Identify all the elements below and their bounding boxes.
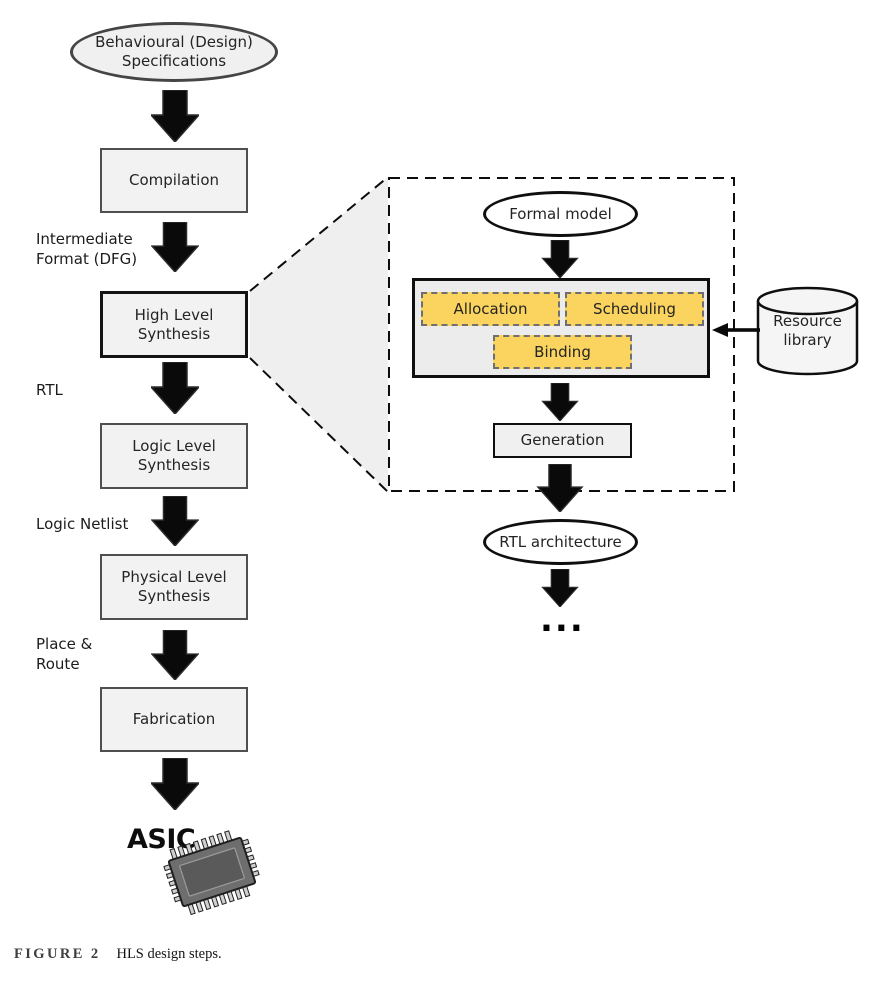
- edge-label-place-route: Place & Route: [36, 635, 93, 673]
- continuation-ellipsis: ...: [540, 600, 585, 640]
- expansion-line-top: [249, 176, 389, 292]
- down-arrow-icon: [541, 383, 579, 421]
- expansion-line-bottom: [249, 357, 389, 493]
- edge-label-intermediate-format: Intermediate Format (DFG): [36, 230, 138, 268]
- left-arrow-icon: [712, 323, 760, 337]
- edge-label-logic-netlist: Logic Netlist: [36, 515, 129, 533]
- logic-level-synthesis-box: Logic Level Synthesis: [100, 423, 248, 489]
- scheduling-task-box: Scheduling: [565, 292, 704, 326]
- fabrication-box: Fabrication: [100, 687, 248, 752]
- asic-label: ASIC: [127, 824, 196, 855]
- down-arrow-icon: [151, 496, 199, 546]
- resource-library-label: Resource library: [773, 312, 842, 349]
- down-arrow-icon: [151, 90, 199, 142]
- behavioural-specifications-ellipse: Behavioural (Design) Specifications: [70, 22, 278, 82]
- rtl-architecture-ellipse: RTL architecture: [483, 519, 638, 565]
- formal-model-ellipse: Formal model: [483, 191, 638, 237]
- allocation-task-box: Allocation: [421, 292, 560, 326]
- asic-chip-icon: [163, 830, 260, 916]
- down-arrow-icon: [541, 569, 579, 607]
- down-arrow-icon: [151, 758, 199, 810]
- compilation-box: Compilation: [100, 148, 248, 213]
- down-arrow-icon: [151, 222, 199, 272]
- binding-task-box: Binding: [493, 335, 632, 369]
- physical-level-synthesis-box: Physical Level Synthesis: [100, 554, 248, 620]
- resource-library-cylinder: [756, 286, 859, 376]
- expansion-shade: [250, 177, 388, 492]
- figure-number-label: FIGURE 2: [14, 946, 101, 962]
- down-arrow-icon: [541, 240, 579, 278]
- figure-caption: FIGURE 2 HLS design steps.: [14, 946, 222, 963]
- down-arrow-icon: [151, 630, 199, 680]
- down-arrow-icon: [536, 464, 584, 512]
- figure-caption-text: HLS design steps.: [116, 946, 222, 962]
- down-arrow-icon: [151, 362, 199, 414]
- high-level-synthesis-box: High Level Synthesis: [100, 291, 248, 358]
- generation-box: Generation: [493, 423, 632, 458]
- edge-label-rtl: RTL: [36, 381, 63, 399]
- hls-tasks-container: Allocation Scheduling Binding: [412, 278, 710, 378]
